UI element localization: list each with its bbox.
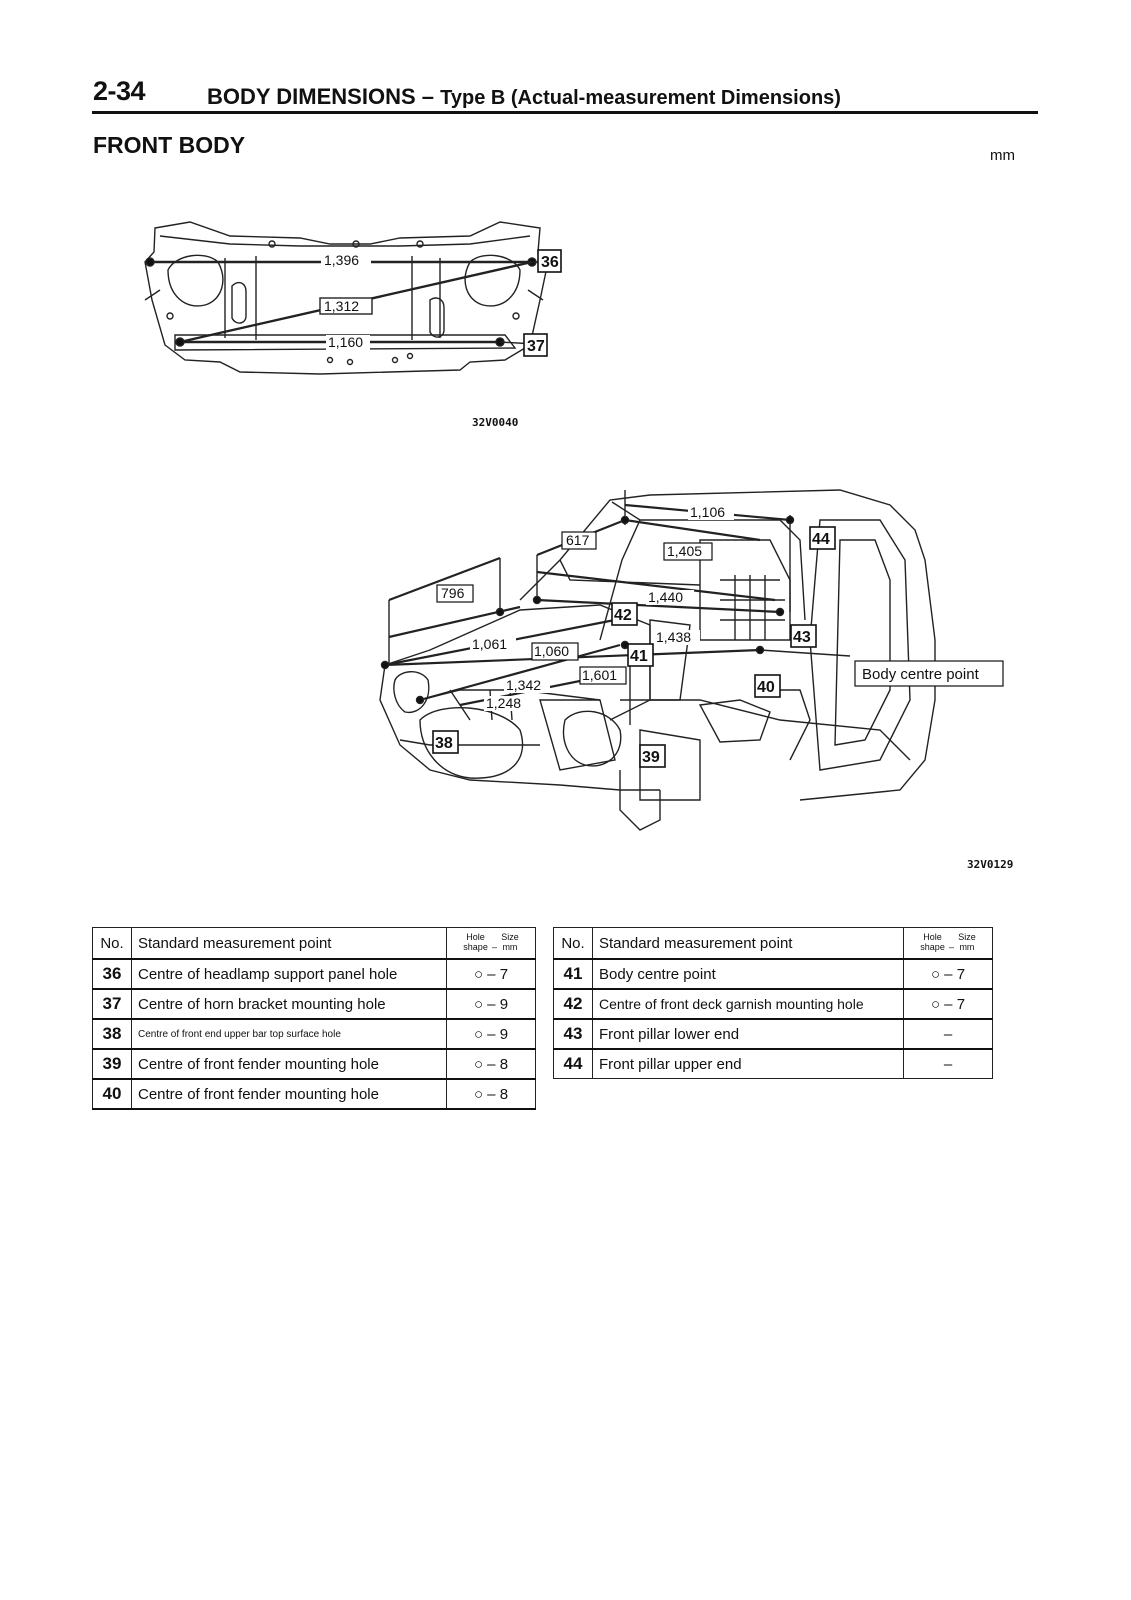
row-point: Centre of horn bracket mounting hole bbox=[131, 988, 447, 1020]
dim-1438: 1,438 bbox=[656, 629, 691, 645]
dim-796: 796 bbox=[441, 585, 465, 601]
dim-1060: 1,060 bbox=[534, 643, 569, 659]
title-main: BODY DIMENSIONS bbox=[207, 84, 416, 109]
point-41-tag: 41 bbox=[630, 648, 648, 665]
dim-1160: 1,160 bbox=[328, 334, 363, 350]
row-point: Centre of front end upper bar top surfac… bbox=[131, 1018, 447, 1050]
table-row: 41 Body centre point ○ – 7 bbox=[553, 958, 993, 990]
point-44-tag: 44 bbox=[812, 531, 830, 548]
figure1-code: 32V0040 bbox=[472, 416, 518, 429]
body-diagrams: 1,396 1,312 1,160 36 37 32V0040 bbox=[144, 221, 1013, 871]
dim-1342: 1,342 bbox=[506, 677, 541, 693]
title-dash: – bbox=[421, 84, 434, 109]
header-dash: – bbox=[949, 942, 955, 952]
row-point: Centre of headlamp support panel hole bbox=[131, 958, 447, 990]
row-no: 43 bbox=[553, 1018, 593, 1050]
point-43-tag: 43 bbox=[793, 629, 811, 646]
point-37-tag: 37 bbox=[527, 338, 545, 355]
row-point: Centre of front deck garnish mounting ho… bbox=[592, 988, 904, 1020]
row-hole: ○ – 7 bbox=[903, 988, 993, 1020]
dim-1248: 1,248 bbox=[486, 695, 521, 711]
header-rule bbox=[92, 111, 1038, 114]
point-38-tag: 38 bbox=[435, 735, 453, 752]
row-no: 42 bbox=[553, 988, 593, 1020]
row-hole: ○ – 9 bbox=[446, 1018, 536, 1050]
table-row: 36 Centre of headlamp support panel hole… bbox=[92, 958, 536, 990]
header-no: No. bbox=[92, 927, 132, 960]
table-row: 42 Centre of front deck garnish mounting… bbox=[553, 988, 993, 1020]
units-label: mm bbox=[990, 147, 1015, 164]
row-no: 39 bbox=[92, 1048, 132, 1080]
point-40-tag: 40 bbox=[757, 679, 775, 696]
section-title: FRONT BODY bbox=[93, 132, 246, 158]
page-number: 2-34 bbox=[93, 76, 146, 106]
body-centre-label: Body centre point bbox=[862, 666, 980, 683]
row-no: 37 bbox=[92, 988, 132, 1020]
row-hole: ○ – 7 bbox=[446, 958, 536, 990]
row-no: 38 bbox=[92, 1018, 132, 1050]
row-hole: – bbox=[903, 1018, 993, 1050]
row-point: Body centre point bbox=[592, 958, 904, 990]
row-point: Front pillar lower end bbox=[592, 1018, 904, 1050]
table-row: 37 Centre of horn bracket mounting hole … bbox=[92, 988, 536, 1020]
header-point: Standard measurement point bbox=[592, 927, 904, 960]
row-point: Centre of front fender mounting hole bbox=[131, 1078, 447, 1110]
header-dash: – bbox=[492, 942, 498, 952]
header-point: Standard measurement point bbox=[131, 927, 447, 960]
front-body-perspective-diagram bbox=[379, 489, 936, 831]
point-39-tag: 39 bbox=[642, 749, 660, 766]
table-row: 44 Front pillar upper end – bbox=[553, 1048, 993, 1079]
dim-1601: 1,601 bbox=[582, 667, 617, 683]
row-no: 44 bbox=[553, 1048, 593, 1079]
row-hole: ○ – 7 bbox=[903, 958, 993, 990]
dim-1312: 1,312 bbox=[324, 298, 359, 314]
figure2-code: 32V0129 bbox=[967, 858, 1013, 871]
table-row: 40 Centre of front fender mounting hole … bbox=[92, 1078, 536, 1110]
figure2-callouts: 1,106 617 1,405 796 1,440 1,438 1,061 1,… bbox=[432, 504, 1013, 871]
row-hole: ○ – 8 bbox=[446, 1048, 536, 1080]
row-point: Front pillar upper end bbox=[592, 1048, 904, 1079]
row-no: 41 bbox=[553, 958, 593, 990]
page-title: BODY DIMENSIONS – Type B (Actual-measure… bbox=[207, 84, 841, 110]
point-42-tag: 42 bbox=[614, 607, 632, 624]
header-no: No. bbox=[553, 927, 593, 960]
table-row: 39 Centre of front fender mounting hole … bbox=[92, 1048, 536, 1080]
table-row: 38 Centre of front end upper bar top sur… bbox=[92, 1018, 536, 1050]
dim-1396: 1,396 bbox=[324, 252, 359, 268]
row-no: 36 bbox=[92, 958, 132, 990]
dim-1440: 1,440 bbox=[648, 589, 683, 605]
row-point: Centre of front fender mounting hole bbox=[131, 1048, 447, 1080]
row-no: 40 bbox=[92, 1078, 132, 1110]
figure1-callouts: 1,396 1,312 1,160 36 37 32V0040 bbox=[321, 249, 562, 429]
table-row: 43 Front pillar lower end – bbox=[553, 1018, 993, 1050]
row-hole: ○ – 9 bbox=[446, 988, 536, 1020]
title-subtitle: Type B (Actual-measurement Dimensions) bbox=[440, 87, 841, 109]
point-36-tag: 36 bbox=[541, 254, 559, 271]
row-hole: ○ – 8 bbox=[446, 1078, 536, 1110]
dim-617: 617 bbox=[566, 532, 590, 548]
dim-1106: 1,106 bbox=[690, 504, 725, 520]
dim-1405: 1,405 bbox=[667, 543, 702, 559]
dim-1061: 1,061 bbox=[472, 636, 507, 652]
row-hole: – bbox=[903, 1048, 993, 1079]
